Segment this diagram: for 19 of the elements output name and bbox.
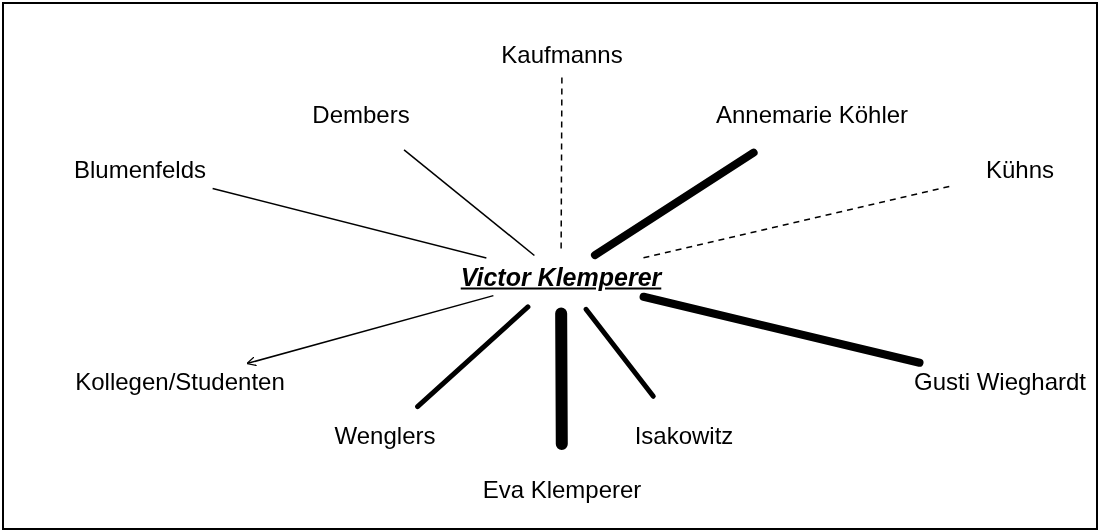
- person-label: Blumenfelds: [70, 154, 210, 186]
- person-label: Annemarie Köhler: [712, 99, 912, 131]
- connector-line: [639, 292, 924, 367]
- person-label: Eva Klemperer: [479, 474, 645, 506]
- connector-line: [415, 304, 531, 410]
- person-label: Kaufmanns: [498, 39, 626, 71]
- person-label: Kühns: [982, 154, 1058, 186]
- person-label: Dembers: [309, 99, 413, 131]
- person-label: Isakowitz: [631, 420, 737, 452]
- connector-line: [560, 76, 563, 250]
- person-label: Wenglers: [331, 420, 439, 452]
- connector-line: [590, 148, 758, 260]
- person-label: Kollegen/Studenten: [72, 366, 288, 398]
- person-label: Gusti Wieghardt: [910, 366, 1090, 398]
- connector-line: [583, 306, 656, 399]
- connector-line: [403, 149, 536, 257]
- connector-line: [211, 187, 488, 259]
- central-person-label: Victor Klemperer: [457, 260, 665, 294]
- arrow: [246, 294, 495, 367]
